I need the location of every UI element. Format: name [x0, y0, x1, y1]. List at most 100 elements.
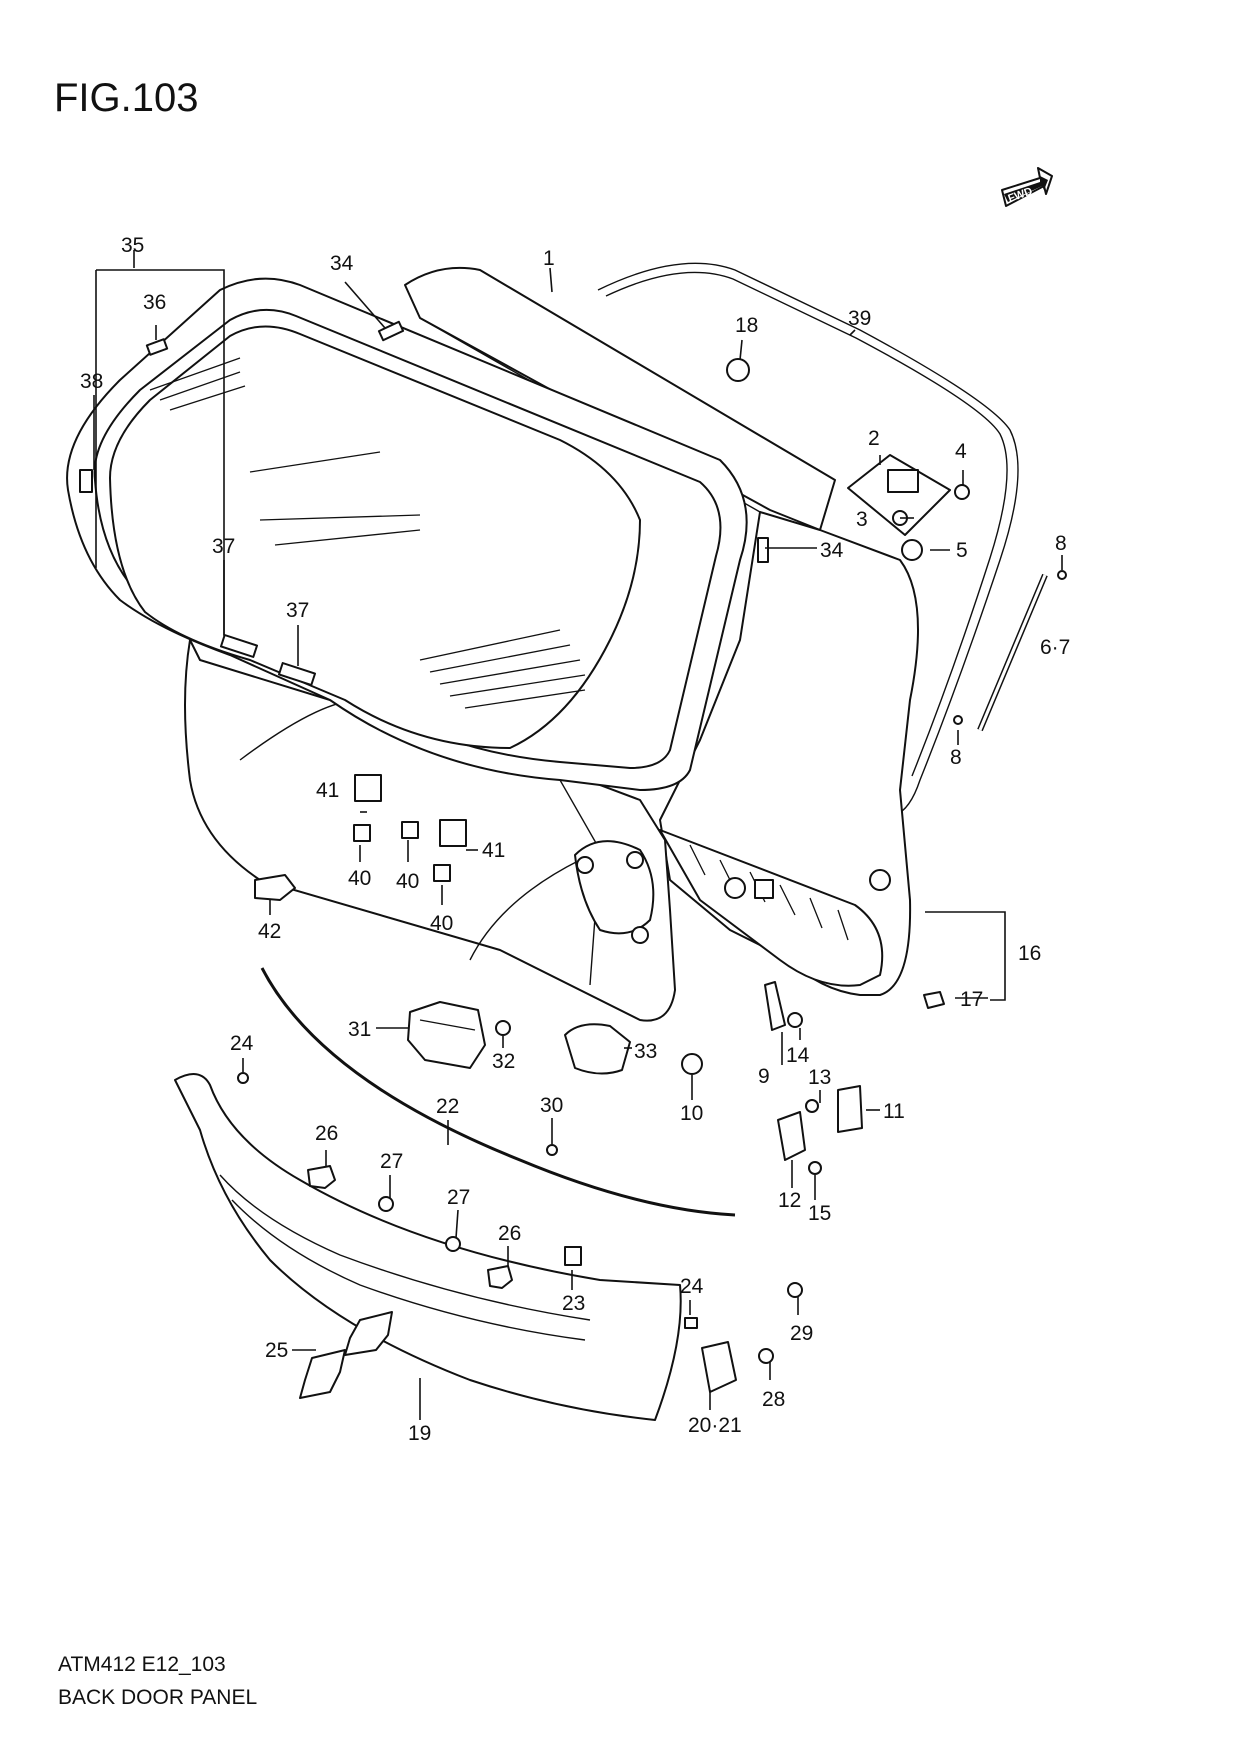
callout-14: 14 — [786, 1044, 810, 1067]
emblem-s — [299, 1311, 393, 1399]
weatherstrip-seal — [597, 262, 1019, 821]
callout-1: 1 — [543, 247, 555, 270]
callout-17: 17 — [960, 988, 983, 1011]
back-door-garnish — [174, 1073, 682, 1421]
callout-39: 39 — [848, 307, 871, 330]
spacer-37b — [277, 662, 317, 686]
bracket-12 — [777, 1111, 806, 1161]
callout-labels: 1 2 3 4 5 6·7 8 8 9 10 11 12 13 14 15 16… — [80, 234, 1070, 1445]
callout-27b: 27 — [447, 1186, 470, 1209]
leader-lines — [93, 250, 1063, 1420]
clip-24a — [237, 1072, 249, 1084]
callout-38: 38 — [80, 370, 103, 393]
clip-26a — [307, 1165, 336, 1189]
clip-38 — [79, 469, 93, 493]
cushion-40b — [401, 821, 419, 839]
switch-20-21 — [701, 1341, 737, 1393]
callout-2: 2 — [868, 427, 880, 450]
bolt-15 — [808, 1161, 822, 1175]
plug-36 — [145, 338, 169, 356]
callout-34b: 34 — [820, 539, 844, 562]
cushion-40c — [433, 864, 451, 882]
callout-37a: 37 — [212, 535, 235, 558]
clip-27b — [445, 1236, 461, 1252]
callout-29: 29 — [790, 1322, 813, 1345]
figure-footer: ATM412 E12_103 BACK DOOR PANEL — [58, 1648, 257, 1714]
clip-17 — [923, 991, 945, 1009]
nut-30 — [546, 1144, 558, 1156]
callout-12: 12 — [778, 1189, 801, 1212]
gas-strut — [953, 570, 1067, 732]
clip-27a — [378, 1196, 394, 1212]
callout-23: 23 — [562, 1292, 585, 1315]
spacer-37a — [219, 634, 259, 658]
callout-10: 10 — [680, 1102, 703, 1125]
callout-6-7: 6·7 — [1040, 636, 1070, 659]
callout-35: 35 — [121, 234, 144, 257]
bumper-10 — [681, 1053, 703, 1075]
clip-24b — [684, 1317, 698, 1329]
callout-8b: 8 — [950, 746, 962, 769]
callout-40a: 40 — [348, 867, 371, 890]
pad-23 — [564, 1246, 582, 1266]
callout-26b: 26 — [498, 1222, 521, 1245]
callout-22: 22 — [436, 1095, 459, 1118]
hinge-assembly — [847, 454, 970, 561]
tape-34a — [377, 320, 405, 342]
callout-30: 30 — [540, 1094, 563, 1117]
callout-27a: 27 — [380, 1150, 403, 1173]
callout-15: 15 — [808, 1202, 831, 1225]
callout-19: 19 — [408, 1422, 431, 1445]
callout-20-21: 20·21 — [688, 1414, 742, 1437]
callout-28: 28 — [762, 1388, 785, 1411]
back-door-inner-frame — [659, 511, 919, 996]
callout-25: 25 — [265, 1339, 288, 1362]
footer-code: ATM412 E12_103 — [58, 1653, 226, 1676]
figure-title: FIG.103 — [54, 76, 199, 120]
clip-26b — [487, 1265, 513, 1289]
callout-11: 11 — [883, 1100, 905, 1123]
footer-name: BACK DOOR PANEL — [58, 1686, 258, 1709]
callout-37b: 37 — [286, 599, 309, 622]
callout-5: 5 — [956, 539, 968, 562]
callout-24a: 24 — [230, 1032, 254, 1055]
fwd-arrow-icon: FWD — [1001, 167, 1053, 207]
callout-26a: 26 — [315, 1122, 338, 1145]
garnish-strip — [260, 967, 736, 1217]
screw-29 — [787, 1282, 803, 1298]
bolt-14 — [787, 1012, 803, 1028]
callout-41a: 41 — [316, 779, 339, 802]
callout-41b: 41 — [482, 839, 505, 862]
callout-8a: 8 — [1055, 532, 1067, 555]
lock-assembly-31 — [407, 1001, 486, 1069]
callout-33: 33 — [634, 1040, 657, 1063]
cushion-40a — [353, 824, 371, 842]
bracket-42 — [254, 874, 296, 901]
callout-36: 36 — [143, 291, 166, 314]
glass-defroster-lines — [149, 357, 586, 709]
cushion-41a — [354, 774, 382, 802]
callout-3: 3 — [856, 508, 868, 531]
screw-28 — [758, 1348, 774, 1364]
callout-34a: 34 — [330, 252, 354, 275]
callout-13: 13 — [808, 1066, 831, 1089]
tape-34b — [757, 537, 769, 563]
cushion-41b — [439, 819, 467, 847]
callout-31: 31 — [348, 1018, 371, 1041]
bolt-13 — [805, 1099, 819, 1113]
striker-9 — [764, 981, 786, 1031]
back-door-lower-body — [184, 639, 676, 1022]
callout-16: 16 — [1018, 942, 1041, 965]
callout-32: 32 — [492, 1050, 515, 1073]
switch-11 — [837, 1085, 863, 1133]
callout-9: 9 — [758, 1065, 770, 1088]
callout-18: 18 — [735, 314, 758, 337]
bumper-32 — [495, 1020, 511, 1036]
callout-40b: 40 — [396, 870, 419, 893]
callout-42: 42 — [258, 920, 281, 943]
callout-40c: 40 — [430, 912, 453, 935]
grommet-18 — [726, 358, 750, 382]
handle-33 — [564, 1023, 631, 1075]
callout-24b: 24 — [680, 1275, 704, 1298]
